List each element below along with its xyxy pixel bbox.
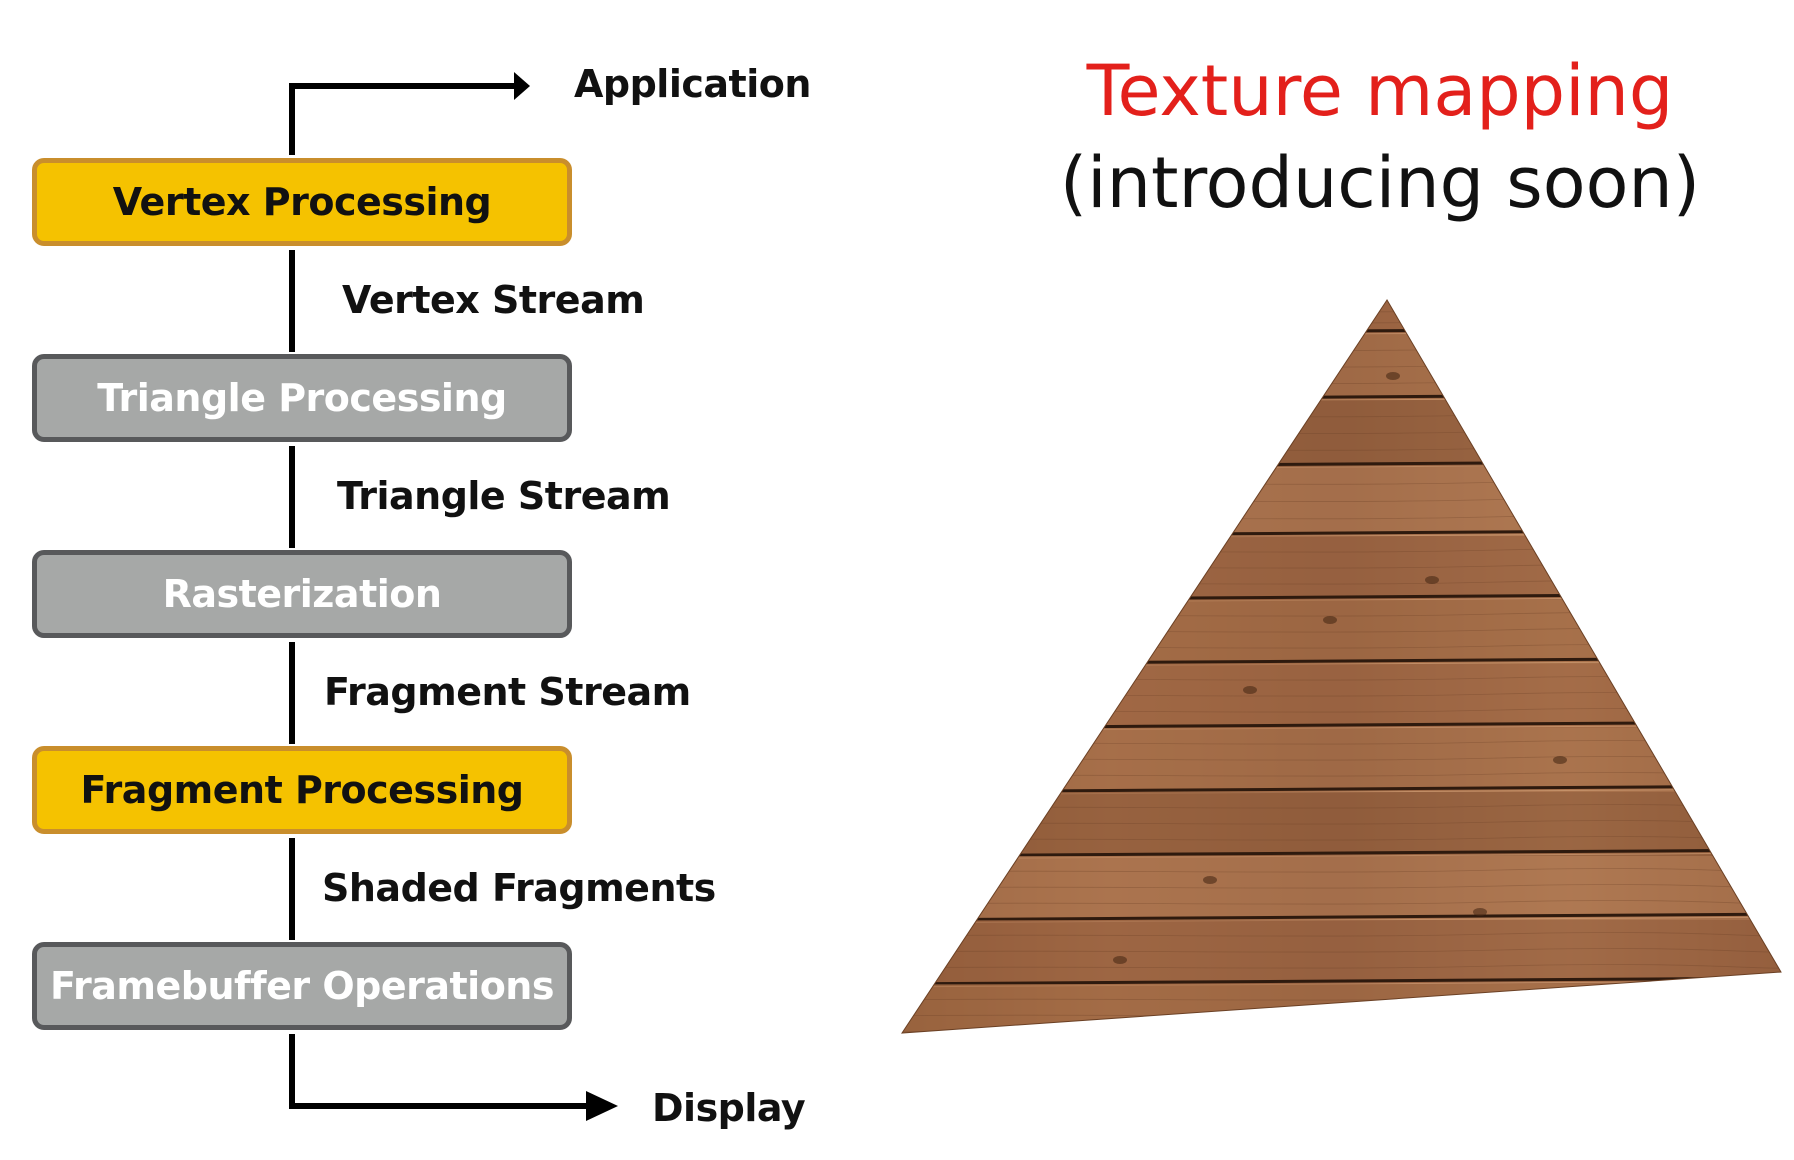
wood-knot	[1203, 876, 1217, 884]
wood-knot	[1425, 576, 1439, 584]
stage-label: Triangle Processing	[97, 376, 507, 420]
rasterization-stage: Rasterization	[32, 550, 572, 638]
triangle-stream-label: Triangle Stream	[337, 474, 671, 518]
introducing-soon-subtitle: (introducing soon)	[1059, 142, 1701, 224]
fragment-stream-label: Fragment Stream	[324, 670, 691, 714]
wood-grain	[902, 900, 1781, 905]
output-arrow-head	[586, 1091, 618, 1121]
wood-plank	[902, 334, 1781, 400]
vertex-stream-label: Vertex Stream	[342, 278, 645, 322]
triangle-outline	[901, 299, 1782, 1034]
shaded-fragments-label: Shaded Fragments	[322, 866, 716, 910]
wood-grain	[902, 1028, 1781, 1033]
input-arrow-head	[514, 72, 530, 100]
wood-grain	[902, 300, 1781, 302]
stage-label: Framebuffer Operations	[50, 964, 554, 1008]
triangle-processing-stage: Triangle Processing	[32, 354, 572, 442]
vertex-processing-stage: Vertex Processing	[32, 158, 572, 246]
wood-knot	[1243, 686, 1257, 694]
wood-plank	[902, 856, 1781, 920]
texture-mapping-title: Texture mapping	[1086, 50, 1674, 132]
output-connector-line	[289, 1034, 594, 1109]
plank-seam	[902, 326, 1781, 336]
plank-seam	[880, 1042, 1794, 1048]
wood-plank	[902, 300, 1781, 334]
display-label: Display	[652, 1086, 806, 1130]
fragment-processing-stage: Fragment Processing	[32, 746, 572, 834]
wood-knot	[1553, 756, 1567, 764]
application-label: Application	[574, 62, 811, 106]
plank-highlight	[880, 1045, 1794, 1051]
plank-seam	[902, 848, 1781, 858]
wood-grain	[902, 319, 1781, 324]
stage-label: Fragment Processing	[80, 768, 524, 812]
wood-knot	[1113, 956, 1127, 964]
plank-seam	[902, 976, 1781, 986]
stage-label: Rasterization	[162, 572, 442, 616]
plank-seam	[902, 912, 1781, 922]
wood-knot	[1473, 908, 1487, 916]
wood-grain	[902, 308, 1781, 313]
wood-grain	[902, 964, 1781, 969]
wood-grain	[902, 346, 1781, 352]
stage-label: Vertex Processing	[112, 180, 492, 224]
wood-knot	[1386, 372, 1400, 380]
wood-grain	[902, 932, 1781, 937]
wood-plank	[902, 920, 1781, 984]
input-connector-line	[289, 83, 520, 155]
framebuffer-operations-stage: Framebuffer Operations	[32, 942, 572, 1030]
wood-knot	[1323, 616, 1337, 624]
wood-grain	[902, 363, 1781, 368]
plank-highlight	[902, 330, 1781, 338]
wood-plank	[902, 984, 1781, 1033]
wood-grain	[902, 948, 1781, 953]
wood-texture	[880, 300, 1794, 1051]
